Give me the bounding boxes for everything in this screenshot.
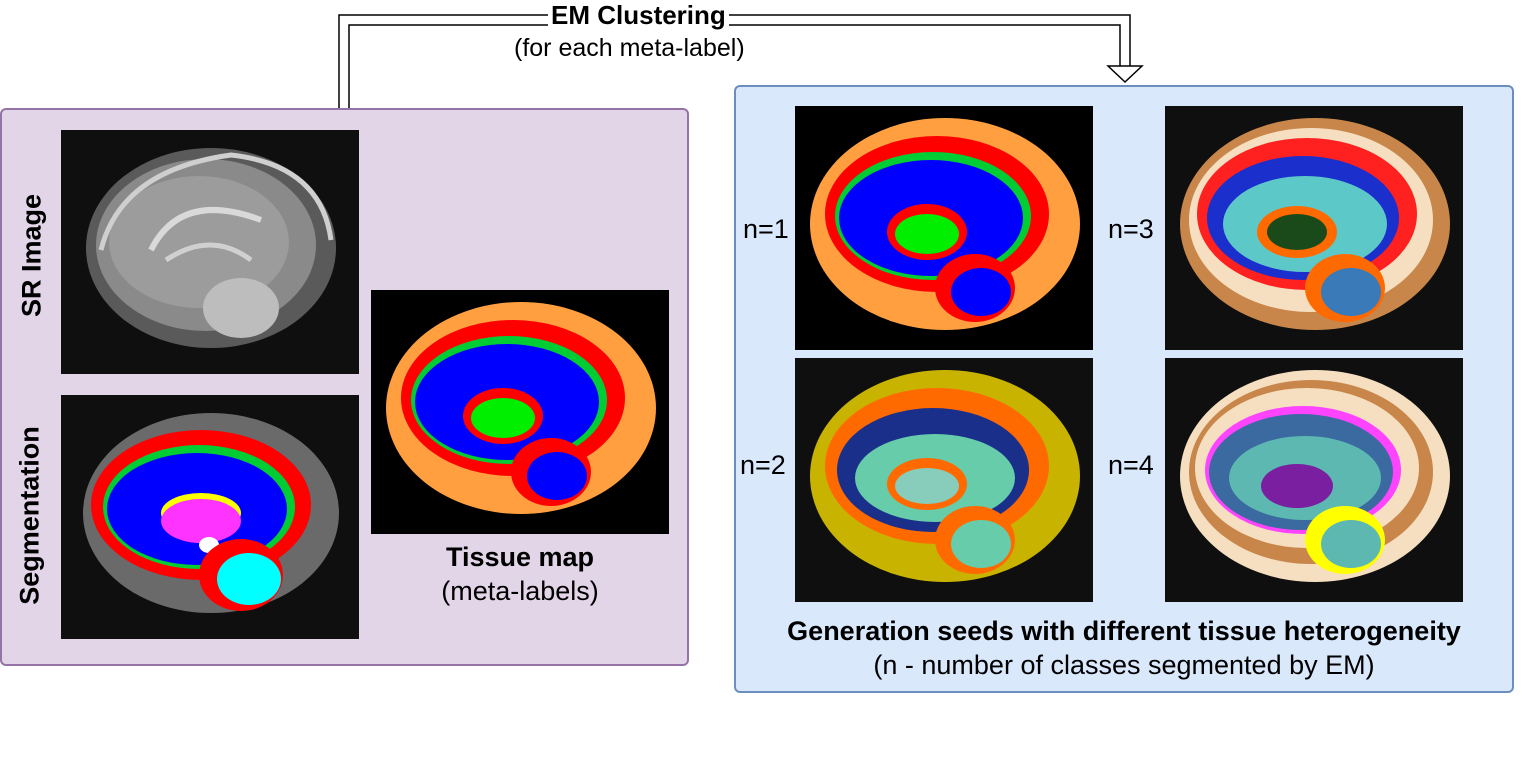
seeds-subtitle: (n - number of classes segmented by EM) (873, 650, 1375, 680)
segmentation-label: Segmentation (14, 426, 45, 605)
tissue-map-subtitle: (meta-labels) (441, 576, 599, 606)
tissue-map-title: Tissue map (445, 542, 595, 572)
em-clustering-subtitle: (for each meta-label) (514, 34, 745, 62)
seed-n2-image (795, 358, 1093, 602)
seed-n1-image (795, 106, 1093, 350)
n2-label: n=2 (740, 450, 786, 480)
sr-image-label: SR Image (16, 193, 47, 318)
tissue-map-image (371, 290, 669, 534)
seeds-caption: Generation seeds with different tissue h… (734, 614, 1514, 682)
seed-n4-image (1165, 358, 1463, 602)
n3-label: n=3 (1108, 214, 1154, 244)
em-clustering-title: EM Clustering (548, 0, 729, 31)
sr-image (61, 130, 359, 374)
tissue-map-caption: Tissue map (meta-labels) (371, 540, 669, 608)
seeds-title: Generation seeds with different tissue h… (787, 616, 1461, 646)
n4-label: n=4 (1108, 450, 1154, 480)
segmentation-image (61, 395, 359, 639)
seed-n3-image (1165, 106, 1463, 350)
n1-label: n=1 (743, 214, 789, 244)
